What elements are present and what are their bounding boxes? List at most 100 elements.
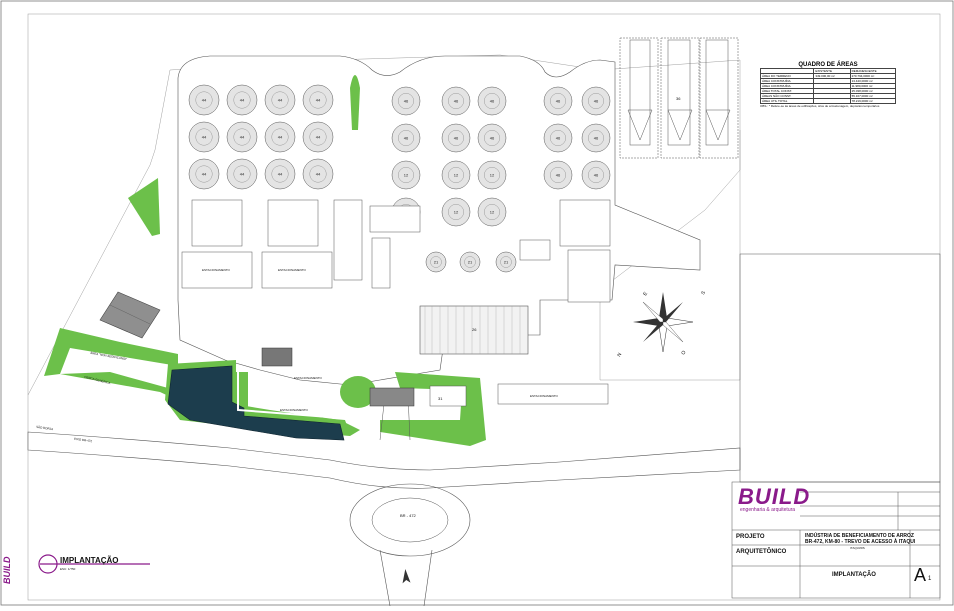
silo-left-ring bbox=[195, 91, 213, 109]
silo-right bbox=[543, 86, 573, 116]
silo-left-ring bbox=[195, 165, 213, 183]
silo-mid-a bbox=[391, 160, 421, 190]
silo-left-label: 44 bbox=[240, 172, 245, 177]
silo-left-label: 44 bbox=[202, 98, 207, 103]
silo-left-label: 44 bbox=[240, 135, 245, 140]
silo-left-label: 44 bbox=[202, 172, 207, 177]
silo-left bbox=[264, 158, 296, 190]
silo-mid-c bbox=[477, 197, 507, 227]
bin-large bbox=[459, 251, 481, 273]
silo-mid-c-ring bbox=[484, 204, 500, 220]
green-roundabout bbox=[340, 376, 376, 408]
silo-left-label: 44 bbox=[316, 172, 321, 177]
silo-mid-c bbox=[477, 160, 507, 190]
silo-right-ring bbox=[588, 93, 604, 109]
silo-right-ring bbox=[550, 93, 566, 109]
silo-left-ring bbox=[309, 91, 327, 109]
silo-left-ring bbox=[309, 128, 327, 146]
silo-right-label: 46 bbox=[594, 173, 599, 178]
large-hall-hatch bbox=[424, 306, 521, 354]
process-blocks bbox=[191, 199, 611, 289]
drawing-title: IMPLANTAÇÃO bbox=[832, 572, 876, 578]
company-tagline: engenharia & arquitetura bbox=[740, 507, 796, 513]
silo-left-label: 44 bbox=[316, 98, 321, 103]
silo-right-label: 46 bbox=[556, 173, 561, 178]
silo-left bbox=[226, 84, 258, 116]
bin-large-ring bbox=[430, 256, 442, 268]
bin-large-ring bbox=[500, 256, 512, 268]
project-city: ITAQUI/RS bbox=[850, 546, 865, 550]
silo-right-ring bbox=[588, 130, 604, 146]
silo-right-label: 46 bbox=[594, 136, 599, 141]
silo-left bbox=[226, 121, 258, 153]
roundabout bbox=[349, 483, 471, 557]
sheet-title: IMPLANTAÇÃO bbox=[60, 556, 119, 565]
bin-large-label: 21 bbox=[468, 260, 473, 265]
silo-left bbox=[264, 121, 296, 153]
roundabout-inner bbox=[371, 497, 449, 543]
silo-right-ring bbox=[550, 167, 566, 183]
silo-mid-b-ring bbox=[448, 130, 464, 146]
silo-left-ring bbox=[233, 165, 251, 183]
project-label: PROJETO bbox=[736, 534, 765, 540]
silo-left-ring bbox=[195, 128, 213, 146]
green-right-band bbox=[380, 372, 486, 446]
bin-large bbox=[495, 251, 517, 273]
pond-inner-path bbox=[237, 368, 343, 419]
parking-west-2 bbox=[261, 251, 333, 289]
gate-building bbox=[261, 347, 293, 367]
silo-mid-c-label: 46 bbox=[490, 136, 495, 141]
silo-left-ring bbox=[271, 91, 289, 109]
silo-mid-c-label: 12 bbox=[490, 173, 495, 178]
bin-large-label: 21 bbox=[504, 260, 509, 265]
silo-right-label: 46 bbox=[556, 136, 561, 141]
green-strip-west bbox=[128, 178, 160, 236]
silo-mid-a-label: 12 bbox=[404, 173, 409, 178]
silo-mid-b bbox=[441, 197, 471, 227]
bin-large bbox=[425, 251, 447, 273]
silo-mid-b-ring bbox=[448, 167, 464, 183]
parking-label-4: ESTACIONAMENTO bbox=[294, 376, 322, 380]
green-island bbox=[350, 75, 360, 130]
compass-rose bbox=[633, 292, 694, 353]
silo-mid-b-ring bbox=[448, 204, 464, 220]
areas-table-note: OBS.: * Refere-se às áreas de edificaçõe… bbox=[760, 104, 880, 108]
silo-mid-c bbox=[477, 123, 507, 153]
building-number-36: 36 bbox=[676, 96, 681, 101]
silo-mid-c-ring bbox=[484, 93, 500, 109]
large-hall bbox=[419, 305, 529, 355]
parking-label-1: ESTACIONAMENTO bbox=[202, 268, 230, 272]
silo-left-ring bbox=[271, 165, 289, 183]
silo-left bbox=[302, 84, 334, 116]
silo-right bbox=[581, 160, 611, 190]
areas-table-grid: EXISTENTE REMANESCENTE ÁREA DO TERRENO 3… bbox=[759, 68, 897, 104]
silo-left-ring bbox=[271, 128, 289, 146]
pond bbox=[167, 365, 345, 441]
silo-left-label: 44 bbox=[202, 135, 207, 140]
table-row: ÁREA UTIL TOTAL 78.219,0000 m² bbox=[759, 98, 897, 104]
silo-left-label: 44 bbox=[278, 172, 283, 177]
road-south-access bbox=[379, 549, 433, 607]
project-location: BR-472, KM-80 - TREVO DE ACESSO À ITAQUI bbox=[805, 539, 916, 545]
parking-east bbox=[497, 383, 609, 405]
parking-label-5: ESTACIONAMENTO bbox=[280, 408, 308, 412]
silo-mid-b-label: 46 bbox=[454, 136, 459, 141]
cover-frame bbox=[739, 253, 941, 483]
building-number-31: 31 bbox=[438, 396, 443, 401]
silo-left bbox=[302, 121, 334, 153]
silo-mid-b-label: 46 bbox=[454, 99, 459, 104]
silo-left bbox=[188, 84, 220, 116]
silo-left bbox=[188, 158, 220, 190]
project-type: ARQUITETÔNICO bbox=[736, 549, 787, 555]
office-building bbox=[429, 385, 467, 407]
sheet-code: A bbox=[914, 565, 927, 585]
silo-mid-c-label: 12 bbox=[490, 210, 495, 215]
silo-mid-a-ring bbox=[398, 130, 414, 146]
silo-left-ring bbox=[233, 128, 251, 146]
silo-mid-b-label: 12 bbox=[454, 210, 459, 215]
silo-mid-b-ring bbox=[448, 93, 464, 109]
silo-mid-a bbox=[391, 86, 421, 116]
